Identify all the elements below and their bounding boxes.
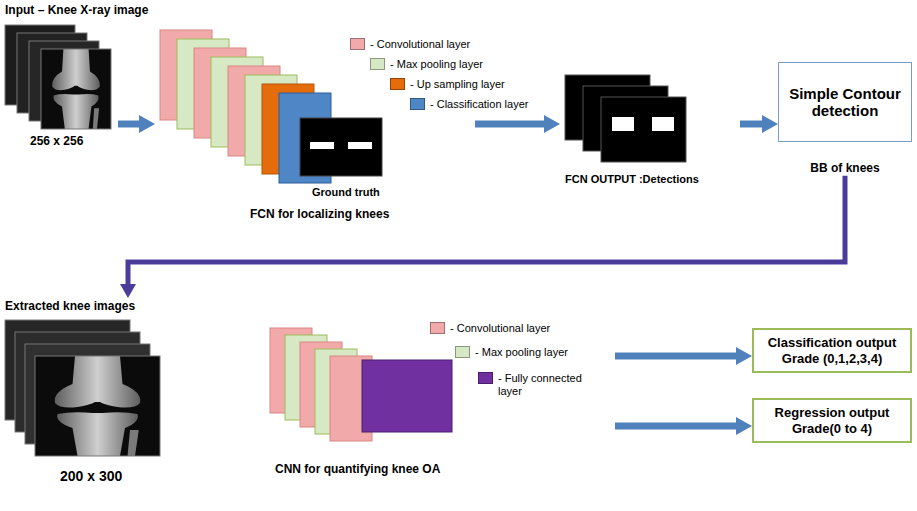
legend-swatch: [478, 372, 493, 384]
legend-entry: - Classification layer: [410, 98, 528, 111]
knee-xray: [35, 356, 160, 456]
legend-swatch: [350, 38, 365, 50]
legend-entry: - Convolutional layer: [430, 322, 550, 335]
detection-image: [601, 97, 686, 162]
knee-mask: [348, 142, 372, 149]
knee-xray: [41, 49, 111, 129]
input-xray-stack: [5, 25, 111, 129]
knee-mask: [310, 142, 334, 149]
input-caption: Input – Knee X-ray image: [5, 4, 148, 18]
legend-entry: - Fully connected layer: [478, 372, 598, 398]
output-label: Regression output Grade(0 to 4): [752, 398, 912, 443]
flow-arrow: [740, 121, 763, 128]
output-caption: BB of knees: [778, 162, 912, 176]
legend-text: - Convolutional layer: [370, 38, 470, 51]
extracted-image-stack: Extracted knee images 200 x 300: [5, 298, 170, 490]
xray-frame: [41, 49, 111, 129]
legend-entry: - Max pooling layer: [370, 58, 483, 71]
legend-swatch: [370, 58, 385, 70]
legend-entry: - Up sampling layer: [390, 78, 505, 91]
output-caption: FCN OUTPUT :Detections: [565, 173, 699, 186]
flow-arrow: [475, 121, 545, 128]
legend-text: - Convolutional layer: [450, 322, 550, 335]
input-image-stack: 256 x 256: [5, 22, 118, 151]
knee-detection: [652, 117, 674, 131]
fully-connected-layer: [362, 360, 452, 432]
flow-arrow: [615, 353, 737, 360]
flow-arrow: [128, 176, 845, 285]
fcn-output-stack: FCN OUTPUT :Detections: [560, 70, 740, 195]
image-size: 256 x 256: [30, 135, 83, 149]
legend-swatch: [430, 322, 445, 334]
legend-entry: - Max pooling layer: [455, 346, 568, 359]
legend-text: - Up sampling layer: [410, 78, 505, 91]
legend-swatch: [455, 346, 470, 358]
fcn-layer-stack: [160, 30, 382, 183]
network-caption: CNN for quantifying knee OA: [275, 463, 440, 477]
contour-detection: Simple Contour detection BB of knees: [778, 62, 912, 176]
cnn-layer-stack: [270, 328, 452, 441]
output-label: Classification output Grade (0,1,2,3,4): [752, 328, 912, 373]
extracted-knee-stack: [5, 320, 160, 456]
knee-detection: [612, 117, 634, 131]
image-size: 200 x 300: [60, 468, 122, 484]
ground-truth-caption: Ground truth: [312, 186, 380, 199]
legend-text: - Fully connected layer: [498, 372, 598, 398]
legend-text: - Max pooling layer: [390, 58, 483, 71]
stack-caption: Extracted knee images: [5, 300, 135, 314]
network-caption: FCN for localizing knees: [250, 208, 389, 222]
flow-arrow: [615, 423, 737, 430]
output-label: Regression output Grade(0 to 4): [760, 405, 904, 436]
knee-frame: [35, 356, 160, 456]
flow-arrow: [118, 121, 140, 128]
legend-entry: - Convolutional layer: [350, 38, 470, 51]
cnn-network: CNN for quantifying knee OA: [265, 318, 615, 485]
legend-swatch: [410, 98, 425, 110]
legend-text: - Classification layer: [430, 98, 528, 111]
output-label: Classification output Grade (0,1,2,3,4): [760, 335, 904, 366]
fcn-output-stack: [565, 75, 686, 162]
process-box-outline: Simple Contour detection: [778, 62, 912, 142]
ground-truth-image: [300, 118, 382, 176]
legend-swatch: [390, 78, 405, 90]
legend-text: - Max pooling layer: [475, 346, 568, 359]
process-label: Simple Contour detection: [785, 85, 905, 120]
